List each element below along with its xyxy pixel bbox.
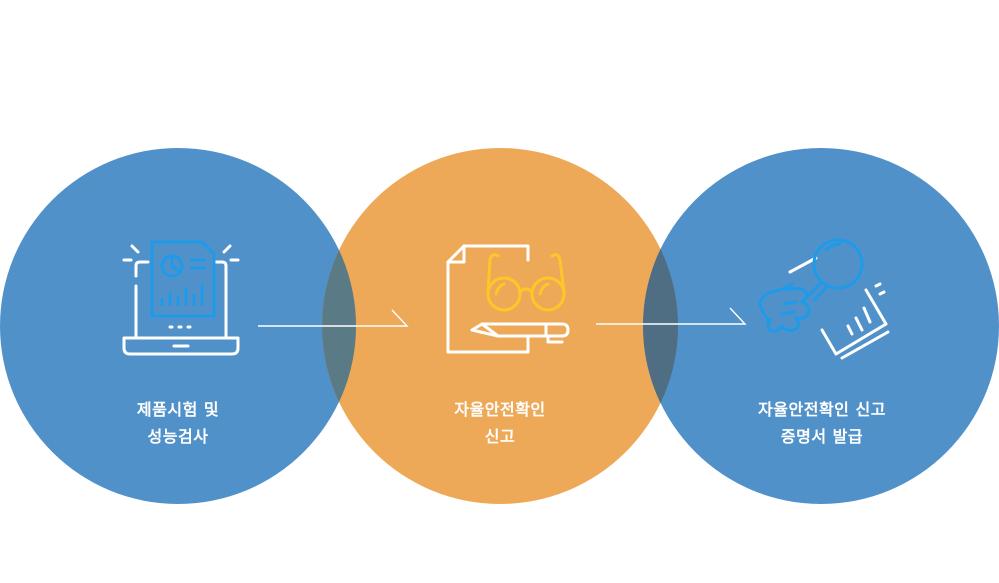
step-2-label: 자율안전확인 신고 [400,396,600,450]
step-2-label-line1: 자율안전확인 [454,400,546,419]
step-3-label-line1: 자율안전확인 신고 [758,400,886,419]
magnifier-hand-document-icon [758,238,890,360]
laptop-report-icon [122,240,240,356]
document-glasses-pencil-icon [446,244,570,354]
step-1-label-line2: 성능검사 [147,427,209,446]
step-3-label: 자율안전확인 신고 증명서 발급 [722,396,922,450]
arrow-1 [258,309,409,327]
step-1-label-line1: 제품시험 및 [136,400,220,419]
step-3-label-line2: 증명서 발급 [780,427,864,446]
step-3-circle [643,148,999,504]
step-2-label-line2: 신고 [484,427,516,446]
step-1-label: 제품시험 및 성능검사 [78,396,278,450]
arrow-2 [596,307,747,325]
